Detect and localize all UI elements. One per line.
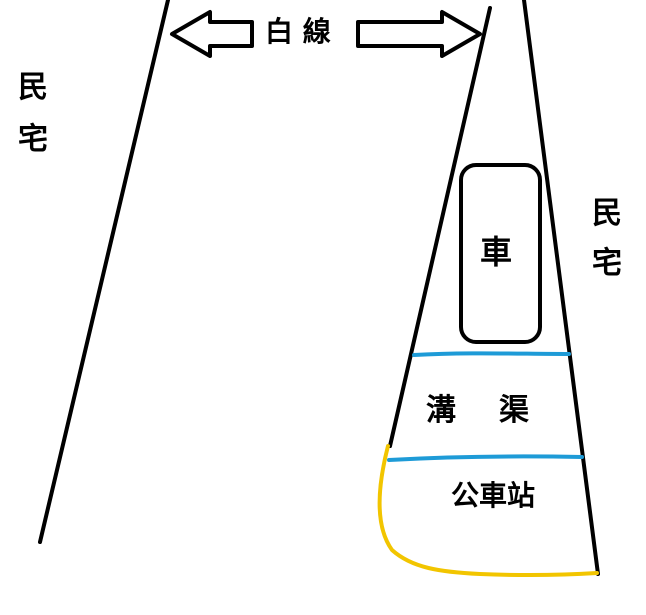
right-arrow-icon xyxy=(356,10,482,58)
bus-stop-curve xyxy=(377,444,599,578)
bus-stop-label: 公車站 xyxy=(451,479,535,512)
left-arrow-icon xyxy=(170,10,254,58)
white-line-label: 白 線 xyxy=(265,15,331,48)
left-house-char-2: 宅 xyxy=(18,122,48,157)
left-house-char-1: 民 xyxy=(18,70,48,105)
car-box xyxy=(459,163,542,344)
car-label: 車 xyxy=(480,233,512,271)
right-house-char-1: 民 xyxy=(592,196,622,231)
ditch-top-line xyxy=(412,351,571,357)
middle-road-line xyxy=(388,6,492,448)
ditch-label-2: 渠 xyxy=(499,393,529,428)
right-house-char-2: 宅 xyxy=(592,246,622,281)
left-road-line xyxy=(38,0,170,544)
ditch-bottom-line xyxy=(387,454,584,462)
right-road-line xyxy=(522,0,600,576)
ditch-label-1: 溝 xyxy=(426,393,456,428)
